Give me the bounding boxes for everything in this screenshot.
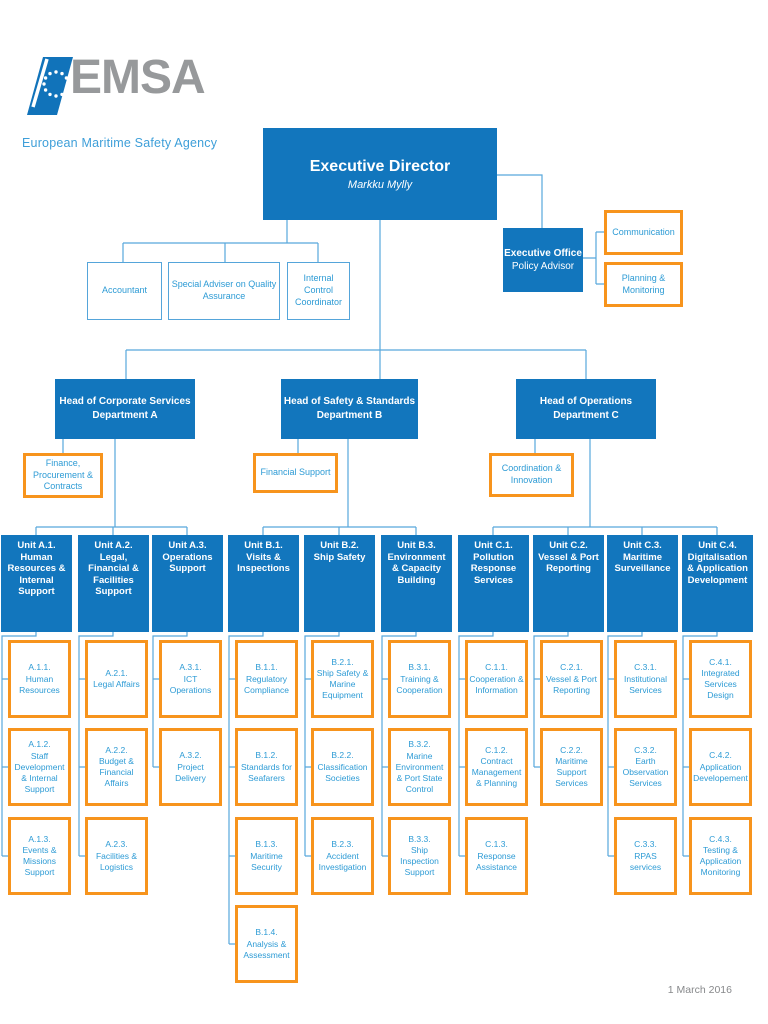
unit-c2-name: Vessel & Port Reporting <box>538 551 599 575</box>
box-executive-director: Executive Director Markku Mylly <box>263 128 497 220</box>
box-subunit-c11: C.1.1.Cooperation & Information <box>465 640 528 718</box>
box-subunit-b33: B.3.3.Ship Inspection Support <box>388 817 451 895</box>
unit-c4-code: Unit C.4. <box>698 540 737 551</box>
box-subunit-c33: C.3.3.RPAS services <box>614 817 677 895</box>
unit-c2-code: Unit C.2. <box>549 540 588 551</box>
box-subunit-c32: C.3.2.Earth Observation Services <box>614 728 677 806</box>
box-subunit-b31: B.3.1.Training & Cooperation <box>388 640 451 718</box>
special-adviser-label: Special Adviser on Quality Assurance <box>171 279 277 301</box>
box-unit-c4: Unit C.4. Digitalisation & Application D… <box>682 535 753 632</box>
box-unit-c2: Unit C.2. Vessel & Port Reporting <box>533 535 604 632</box>
unit-a2-name: Legal, Financial & Facilities Support <box>88 551 139 598</box>
unit-a1-name: Human Resources & Internal Support <box>7 551 66 598</box>
unit-a2-code: Unit A.2. <box>94 540 133 551</box>
unit-b1-code: Unit B.1. <box>244 540 283 551</box>
box-subunit-c13: C.1.3.Response Assistance <box>465 817 528 895</box>
unit-c1-name: Pollution Response Services <box>470 551 517 586</box>
eu-flag-icon <box>27 57 73 115</box>
box-unit-c1: Unit C.1. Pollution Response Services <box>458 535 529 632</box>
unit-b3-code: Unit B.3. <box>397 540 436 551</box>
box-subunit-b21: B.2.1.Ship Safety & Marine Equipment <box>311 640 374 718</box>
internal-control-label: Internal Control Coordinator <box>294 273 343 307</box>
executive-office-title: Executive Office <box>504 248 582 259</box>
box-subunit-b13: B.1.3.Maritime Security <box>235 817 298 895</box>
box-planning-monitoring: Planning & Monitoring <box>604 262 683 307</box>
box-unit-a2: Unit A.2. Legal, Financial & Facilities … <box>78 535 149 632</box>
box-unit-c3: Unit C.3. Maritime Surveillance <box>607 535 678 632</box>
box-subunit-a21: A.2.1.Legal Affairs <box>85 640 148 718</box>
department-b-title: Head of Safety & Standards <box>283 395 416 407</box>
box-subunit-a32: A.3.2.Project Delivery <box>159 728 222 806</box>
department-c-title: Head of Operations <box>539 395 633 407</box>
coordination-innovation-label: Coordination & Innovation <box>501 463 562 485</box>
communication-label: Communication <box>612 226 675 237</box>
box-internal-control-coordinator: Internal Control Coordinator <box>287 262 350 320</box>
box-subunit-a31: A.3.1.ICT Operations <box>159 640 222 718</box>
box-subunit-a12: A.1.2.Staff Development & Internal Suppo… <box>8 728 71 806</box>
box-unit-b3: Unit B.3. Environment & Capacity Buildin… <box>381 535 452 632</box>
executive-director-title: Executive Director <box>309 157 451 175</box>
box-executive-office: Executive Office Policy Advisor <box>503 228 583 292</box>
box-unit-b2: Unit B.2. Ship Safety <box>304 535 375 632</box>
unit-c3-name: Maritime Surveillance <box>614 551 671 575</box>
box-subunit-a13: A.1.3.Events & Missions Support <box>8 817 71 895</box>
box-subunit-c21: C.2.1.Vessel & Port Reporting <box>540 640 603 718</box>
unit-c4-name: Digitalisation & Application Development <box>687 551 748 586</box>
unit-a3-name: Operations Support <box>162 551 213 575</box>
planning-monitoring-label: Planning & Monitoring <box>621 272 666 295</box>
financial-support-label: Financial Support <box>260 467 331 478</box>
box-special-adviser-quality: Special Adviser on Quality Assurance <box>168 262 280 320</box>
unit-c3-code: Unit C.3. <box>623 540 662 551</box>
logo-tagline: European Maritime Safety Agency <box>22 136 218 150</box>
box-coordination-innovation: Coordination & Innovation <box>489 453 574 497</box>
box-communication: Communication <box>604 210 683 255</box>
accountant-label: Accountant <box>101 285 148 296</box>
box-subunit-b12: B.1.2.Standards for Seafarers <box>235 728 298 806</box>
finance-procurement-label: Finance, Procurement & Contracts <box>32 457 94 492</box>
box-subunit-a11: A.1.1.Human Resources <box>8 640 71 718</box>
unit-b3-name: Environment & Capacity Building <box>387 551 446 586</box>
department-a-title: Head of Corporate Services <box>59 395 191 407</box>
unit-b2-name: Ship Safety <box>313 551 366 563</box>
unit-a3-code: Unit A.3. <box>168 540 207 551</box>
unit-b2-code: Unit B.2. <box>320 540 359 551</box>
box-subunit-b11: B.1.1.Regulatory Compliance <box>235 640 298 718</box>
box-department-c: Head of Operations Department C <box>516 379 656 439</box>
box-subunit-c42: C.4.2.Application Developement <box>689 728 752 806</box>
department-a-letter: Department A <box>92 410 158 421</box>
box-subunit-b14: B.1.4.Analysis & Assessment <box>235 905 298 983</box>
box-financial-support: Financial Support <box>253 453 338 493</box>
box-subunit-c22: C.2.2.Maritime Support Services <box>540 728 603 806</box>
executive-office-role: Policy Advisor <box>511 261 575 272</box>
unit-c1-code: Unit C.1. <box>474 540 513 551</box>
box-unit-a1: Unit A.1. Human Resources & Internal Sup… <box>1 535 72 632</box>
box-unit-b1: Unit B.1. Visits & Inspections <box>228 535 299 632</box>
department-b-letter: Department B <box>316 410 383 421</box>
box-subunit-c43: C.4.3.Testing & Application Monitoring <box>689 817 752 895</box>
box-department-a: Head of Corporate Services Department A <box>55 379 195 439</box>
box-subunit-c31: C.3.1.Institutional Services <box>614 640 677 718</box>
unit-a1-code: Unit A.1. <box>17 540 56 551</box>
department-c-letter: Department C <box>553 410 619 421</box>
executive-director-name: Markku Mylly <box>347 179 413 192</box>
box-unit-a3: Unit A.3. Operations Support <box>152 535 223 632</box>
box-accountant: Accountant <box>87 262 162 320</box>
box-subunit-a22: A.2.2.Budget & Financial Affairs <box>85 728 148 806</box>
box-subunit-b32: B.3.2.Marine Environment & Port State Co… <box>388 728 451 806</box>
box-subunit-a23: A.2.3.Facilities & Logistics <box>85 817 148 895</box>
unit-b1-name: Visits & Inspections <box>237 551 290 575</box>
box-subunit-b22: B.2.2.Classification Societies <box>311 728 374 806</box>
box-subunit-c41: C.4.1.Integrated Services Design <box>689 640 752 718</box>
box-department-b: Head of Safety & Standards Department B <box>281 379 418 439</box>
box-finance-procurement-contracts: Finance, Procurement & Contracts <box>23 453 103 498</box>
box-subunit-c12: C.1.2.Contract Management & Planning <box>465 728 528 806</box>
logo-acronym: EMSA <box>70 51 206 104</box>
box-subunit-b23: B.2.3.Accident Investigation <box>311 817 374 895</box>
footer-date: 1 March 2016 <box>667 984 732 996</box>
